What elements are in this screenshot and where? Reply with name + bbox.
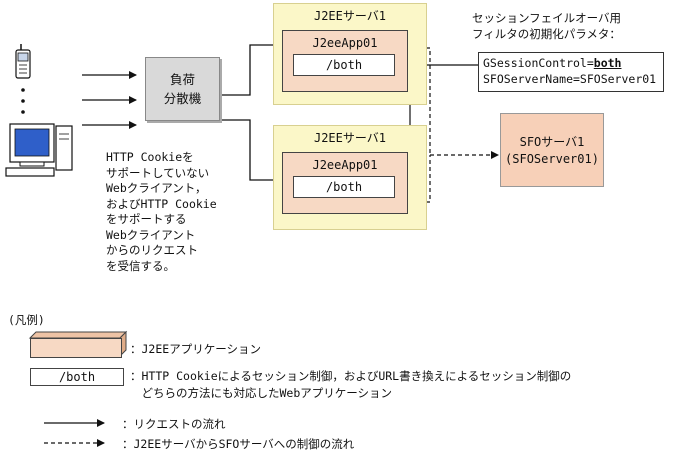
filter-caption-line1: セッションフェイルオーバ用 bbox=[472, 11, 622, 25]
client-note-line: サポートしていない bbox=[106, 165, 210, 180]
j2ee-app-1-path: /both bbox=[293, 54, 395, 76]
legend-path-label: ：HTTP Cookieによるセッション制御，およびURL書き換えによるセッショ… bbox=[130, 368, 571, 402]
client-note-line: およびHTTP Cookie bbox=[106, 196, 217, 211]
mobile-phone-icon bbox=[15, 44, 31, 79]
client-note-line: Webクライアント bbox=[106, 227, 196, 242]
j2ee-server-1-title: J2EEサーバ1 bbox=[313, 9, 386, 23]
sfo-server-name: SFOサーバ1 bbox=[519, 135, 585, 149]
legend-path-sample: /both bbox=[30, 368, 124, 386]
desktop-pc-icon bbox=[5, 123, 73, 177]
j2ee-app-1: J2eeApp01 /both bbox=[282, 30, 408, 92]
server2-to-sfo-control-flow bbox=[412, 155, 431, 203]
client-note-line: をサポートする bbox=[106, 212, 187, 226]
filter-param-session-control-value: both bbox=[593, 56, 622, 70]
more-clients-ellipsis-icon bbox=[21, 88, 25, 114]
lb-to-server2-arrow bbox=[222, 119, 281, 184]
client-note-line: Webクライアント， bbox=[106, 181, 207, 195]
legend-path-label-line2: どちらの方法にも対応したWebアプリケーション bbox=[130, 386, 393, 400]
legend-app-label: ：J2EEアプリケーション bbox=[130, 342, 261, 356]
j2ee-app-2-path: /both bbox=[293, 176, 395, 198]
client-note-line: を受信する。 bbox=[106, 258, 175, 273]
server1-to-sfo-control-flow bbox=[412, 47, 431, 155]
load-balancer: 負荷 分散機 bbox=[145, 57, 220, 121]
filter-param-sfo-server-name: SFOServerName=SFOServer01 bbox=[483, 72, 657, 86]
j2ee-app-2-name: J2eeApp01 bbox=[312, 158, 378, 172]
j2ee-app-2: J2eeApp01 /both bbox=[282, 152, 408, 214]
client-note-line: からのリクエスト bbox=[106, 243, 198, 257]
filter-param-session-control-name: GSessionControl= bbox=[483, 56, 594, 70]
lb-to-server1-arrow bbox=[222, 41, 281, 96]
load-balancer-label-line2: 分散機 bbox=[163, 91, 202, 106]
legend-heading: (凡例) bbox=[8, 313, 45, 327]
filter-params-box: GSessionControl=both SFOServerName=SFOSe… bbox=[478, 52, 664, 92]
client-note-line: HTTP Cookieを bbox=[106, 150, 194, 164]
legend-app-sample bbox=[30, 338, 122, 358]
sfo-server: SFOサーバ1 (SFOServer01) bbox=[500, 113, 604, 187]
client-request-note: HTTP Cookieを サポートしていない Webクライアント， およびHTT… bbox=[106, 150, 217, 274]
filter-param-session-control: GSessionControl=both bbox=[483, 55, 659, 71]
j2ee-server-2-title: J2EEサーバ1 bbox=[313, 131, 386, 145]
filter-caption: セッションフェイルオーバ用 フィルタの初期化パラメタ： bbox=[472, 10, 621, 42]
j2ee-app-1-name: J2eeApp01 bbox=[312, 36, 378, 50]
load-balancer-label-line1: 負荷 bbox=[169, 72, 195, 87]
sfo-server-id: (SFOServer01) bbox=[505, 152, 599, 166]
legend-path-label-line1: ：HTTP Cookieによるセッション制御，およびURL書き換えによるセッショ… bbox=[130, 369, 572, 383]
legend-request-label: ：リクエストの流れ bbox=[122, 417, 226, 431]
filter-caption-line2: フィルタの初期化パラメタ： bbox=[472, 27, 621, 41]
legend-control-label: ：J2EEサーバからSFOサーバへの制御の流れ bbox=[122, 437, 355, 451]
